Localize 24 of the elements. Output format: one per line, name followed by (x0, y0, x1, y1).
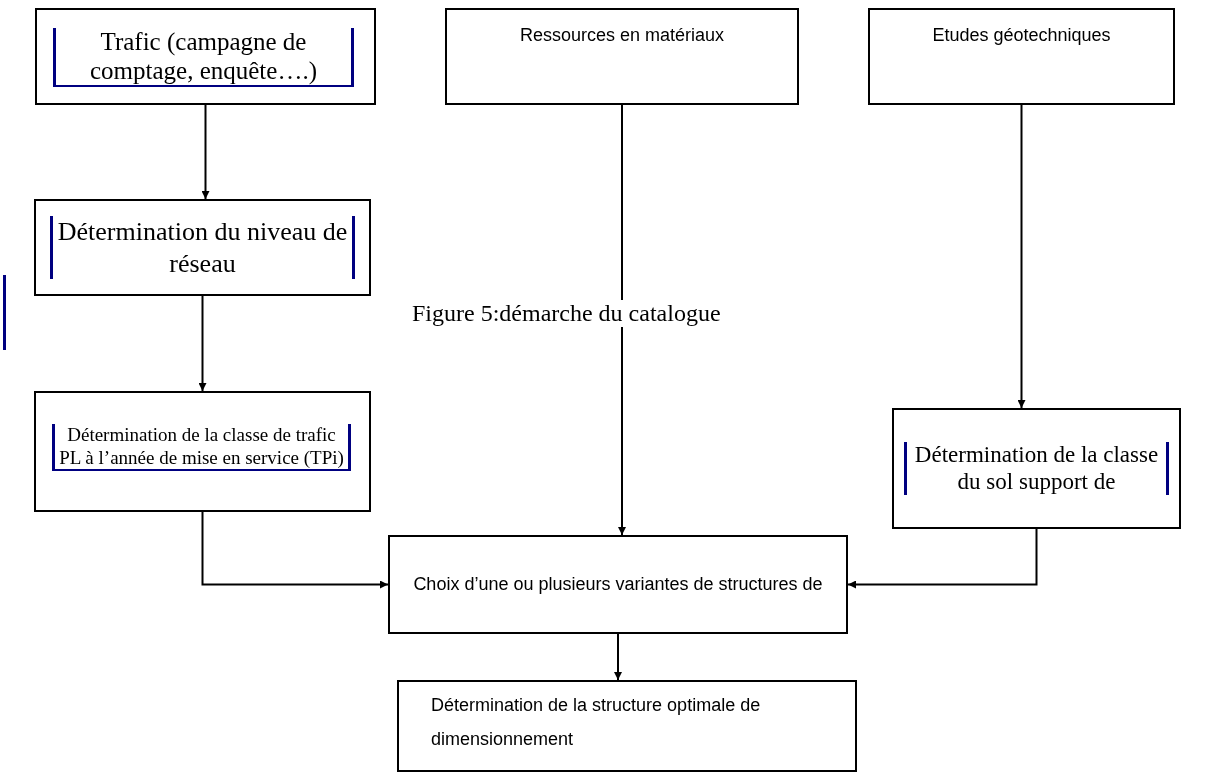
node-text: Détermination du niveau de réseau (57, 216, 348, 279)
node-text: Détermination de la classe du sol support de (913, 442, 1160, 495)
process-box (445, 8, 799, 105)
node-text: Détermination de la structure optimale de dimensionnement (431, 694, 762, 752)
arrow (198, 295, 207, 392)
process-box (397, 680, 857, 772)
node-text: Choix d’une ou plusieurs variantes de structures de (412, 573, 824, 597)
process-box (892, 408, 1181, 529)
node-text: Ressources en matériaux (518, 24, 726, 47)
process-box (34, 199, 371, 296)
process-box (388, 535, 848, 634)
process-box (35, 8, 376, 105)
node-text: Trafic (campagne de comptage, enquête….) (89, 27, 318, 86)
arrow (614, 633, 622, 681)
arrow (201, 104, 210, 200)
arrow (847, 528, 1038, 589)
arrow (618, 104, 626, 536)
process-box (34, 391, 371, 512)
arrow (1017, 104, 1026, 409)
process-box (868, 8, 1175, 105)
arrow (201, 511, 389, 589)
node-text: Etudes géotechniques (931, 24, 1112, 47)
node-text: Détermination de la classe de trafic PL à l’année de mise en service (TPi) (59, 423, 344, 470)
figure-caption: Figure 5:démarche du catalogue (410, 300, 723, 327)
